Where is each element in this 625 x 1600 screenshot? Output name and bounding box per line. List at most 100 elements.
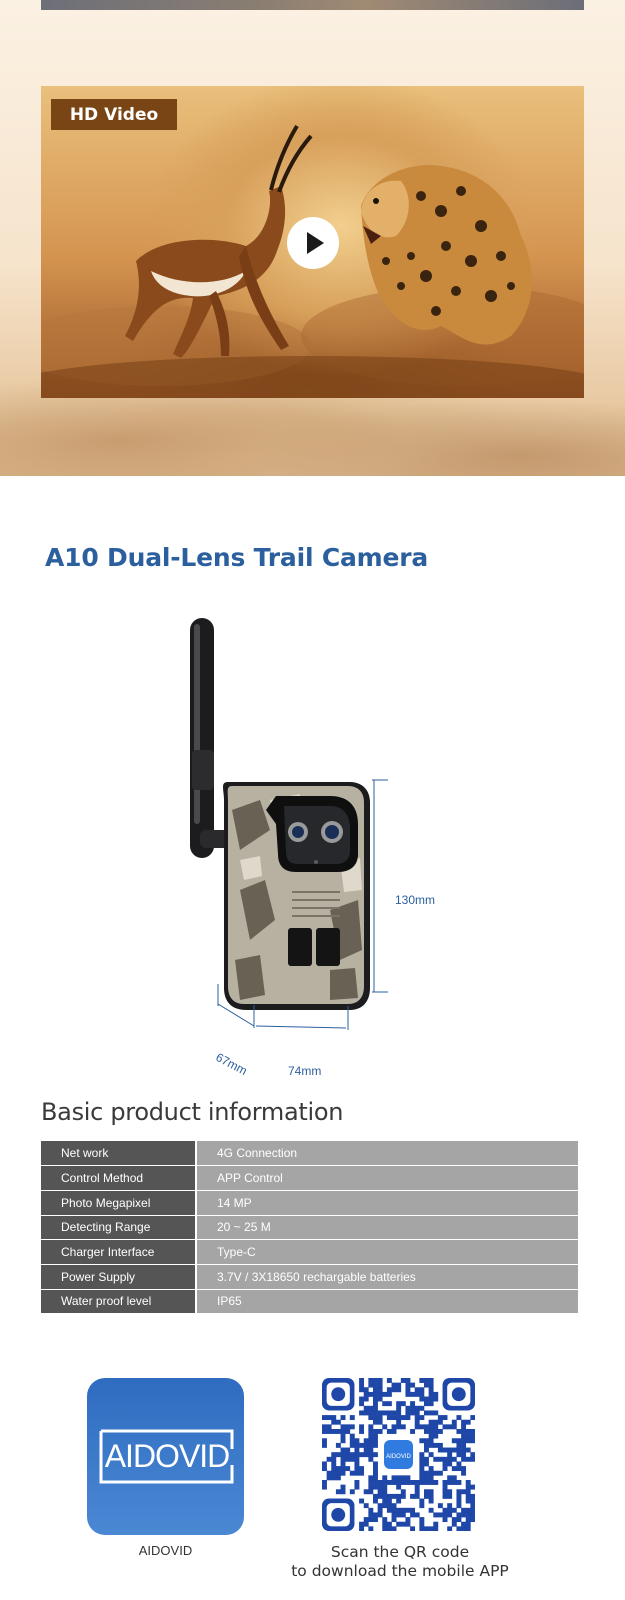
qr-finder-pattern	[331, 1507, 346, 1522]
qr-module	[461, 1419, 467, 1425]
qr-module	[424, 1410, 429, 1416]
qr-module	[326, 1475, 332, 1481]
qr-module	[424, 1442, 429, 1448]
qr-module	[447, 1452, 453, 1458]
qr-module	[340, 1438, 346, 1444]
qr-module	[382, 1391, 388, 1397]
qr-module	[461, 1452, 467, 1458]
qr-module	[465, 1447, 471, 1453]
qr-module	[340, 1447, 346, 1453]
qr-module	[424, 1493, 429, 1499]
qr-module	[354, 1461, 360, 1467]
qr-module	[322, 1415, 327, 1421]
qr-module	[345, 1456, 351, 1462]
qr-module	[428, 1424, 434, 1430]
qr-module	[428, 1410, 434, 1416]
qr-module	[419, 1424, 425, 1430]
qr-module	[382, 1475, 388, 1481]
previous-banner-edge	[41, 0, 584, 10]
qr-module	[368, 1415, 374, 1421]
qr-module	[391, 1429, 397, 1434]
download-qr-code[interactable]: AIDOVID	[322, 1378, 475, 1531]
qr-module	[382, 1424, 388, 1430]
qr-module	[470, 1438, 475, 1444]
qr-module	[400, 1415, 406, 1421]
qr-module	[447, 1507, 453, 1513]
qr-module	[433, 1470, 439, 1476]
qr-module	[345, 1452, 351, 1458]
qr-module	[377, 1410, 383, 1416]
qr-module	[386, 1410, 392, 1416]
qr-module	[465, 1429, 471, 1434]
qr-module	[470, 1512, 475, 1518]
qr-module	[326, 1429, 332, 1434]
qr-module	[461, 1466, 467, 1472]
qr-module	[433, 1526, 439, 1531]
qr-module	[428, 1475, 434, 1481]
qr-module	[368, 1378, 374, 1383]
qr-module	[340, 1424, 346, 1430]
qr-module	[396, 1512, 402, 1518]
qr-module	[377, 1419, 383, 1425]
qr-module	[396, 1401, 402, 1407]
qr-module	[419, 1405, 425, 1411]
qr-module	[335, 1466, 341, 1472]
qr-module	[419, 1452, 425, 1458]
qr-module	[437, 1512, 443, 1518]
qr-module	[373, 1438, 378, 1444]
qr-module	[461, 1433, 467, 1439]
qr-module	[414, 1419, 420, 1425]
app-logo-frame-icon	[99, 1429, 234, 1484]
qr-module	[470, 1456, 475, 1462]
qr-module	[335, 1429, 341, 1434]
qr-module	[428, 1498, 434, 1504]
qr-module	[400, 1489, 406, 1495]
qr-module	[414, 1410, 420, 1416]
qr-module	[322, 1484, 327, 1490]
hd-video-player[interactable]: HD Video	[41, 86, 584, 398]
qr-module	[382, 1484, 388, 1490]
qr-module	[419, 1438, 425, 1444]
qr-module	[433, 1456, 439, 1462]
qr-module	[465, 1489, 471, 1495]
play-button[interactable]	[287, 217, 339, 269]
qr-module	[349, 1452, 355, 1458]
qr-module	[419, 1456, 425, 1462]
qr-module	[363, 1387, 369, 1393]
qr-module	[368, 1484, 374, 1490]
qr-module	[414, 1415, 420, 1421]
qr-module	[433, 1391, 439, 1397]
qr-module	[377, 1489, 383, 1495]
qr-module	[322, 1442, 327, 1448]
qr-module	[368, 1517, 374, 1523]
spec-key: Photo Megapixel	[41, 1190, 196, 1216]
qr-module	[391, 1493, 397, 1499]
qr-module	[373, 1410, 378, 1416]
qr-module	[456, 1512, 462, 1518]
qr-module	[322, 1466, 327, 1472]
qr-module	[442, 1456, 448, 1462]
qr-module	[400, 1401, 406, 1407]
spec-value: 20 ~ 25 M	[195, 1215, 578, 1241]
qr-module	[377, 1396, 383, 1402]
qr-module	[410, 1507, 416, 1513]
play-icon	[307, 232, 324, 254]
qr-module	[386, 1498, 392, 1504]
qr-module	[419, 1521, 425, 1527]
aidovid-app-icon[interactable]: AIDOVID	[87, 1378, 244, 1535]
qr-module	[335, 1470, 341, 1476]
qr-module	[470, 1452, 475, 1458]
wildlife-video-thumbnail	[41, 124, 584, 398]
qr-module	[373, 1391, 378, 1397]
qr-module	[386, 1387, 392, 1393]
qr-module	[368, 1512, 374, 1518]
qr-module	[359, 1387, 365, 1393]
qr-module	[331, 1452, 337, 1458]
qr-module	[465, 1521, 471, 1527]
video-hero-section: HD Video	[0, 0, 625, 476]
qr-module	[433, 1396, 439, 1402]
qr-module	[400, 1493, 406, 1499]
qr-module	[470, 1429, 475, 1434]
qr-module	[419, 1466, 425, 1472]
spec-key: Detecting Range	[41, 1215, 196, 1241]
